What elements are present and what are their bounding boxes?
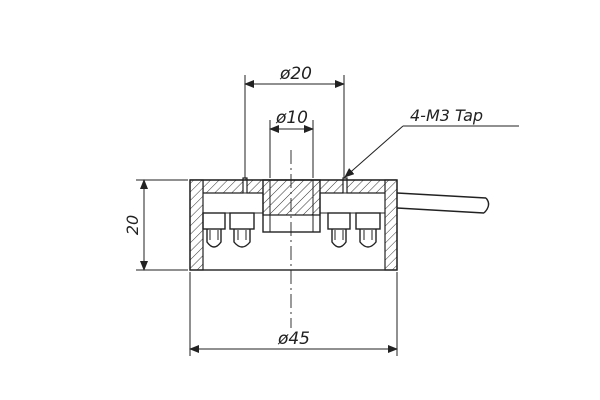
dimension-bore: ø20 [244,64,345,178]
cable [396,192,490,214]
dimension-inner: ø10 [269,108,314,178]
dimension-outer: ø45 [189,272,398,356]
tap-note-label: 4-M3 Tap [410,106,483,125]
gauge-left-2 [229,212,255,248]
sensor-body [189,177,398,271]
dim-bore-label: ø20 [279,64,312,84]
right-wall-section [384,179,398,271]
gauge-right-1 [327,212,351,248]
dim-inner-label: ø10 [275,108,308,128]
gauge-right-2 [355,212,381,248]
left-wall-section [189,179,204,271]
dim-height-label: 20 [123,215,142,235]
tap-note-leader: 4-M3 Tap [344,106,519,178]
top-plate-section [190,177,397,216]
dim-outer-label: ø45 [277,329,310,349]
dimension-height: 20 [123,179,188,271]
gauge-left-1 [202,212,226,248]
